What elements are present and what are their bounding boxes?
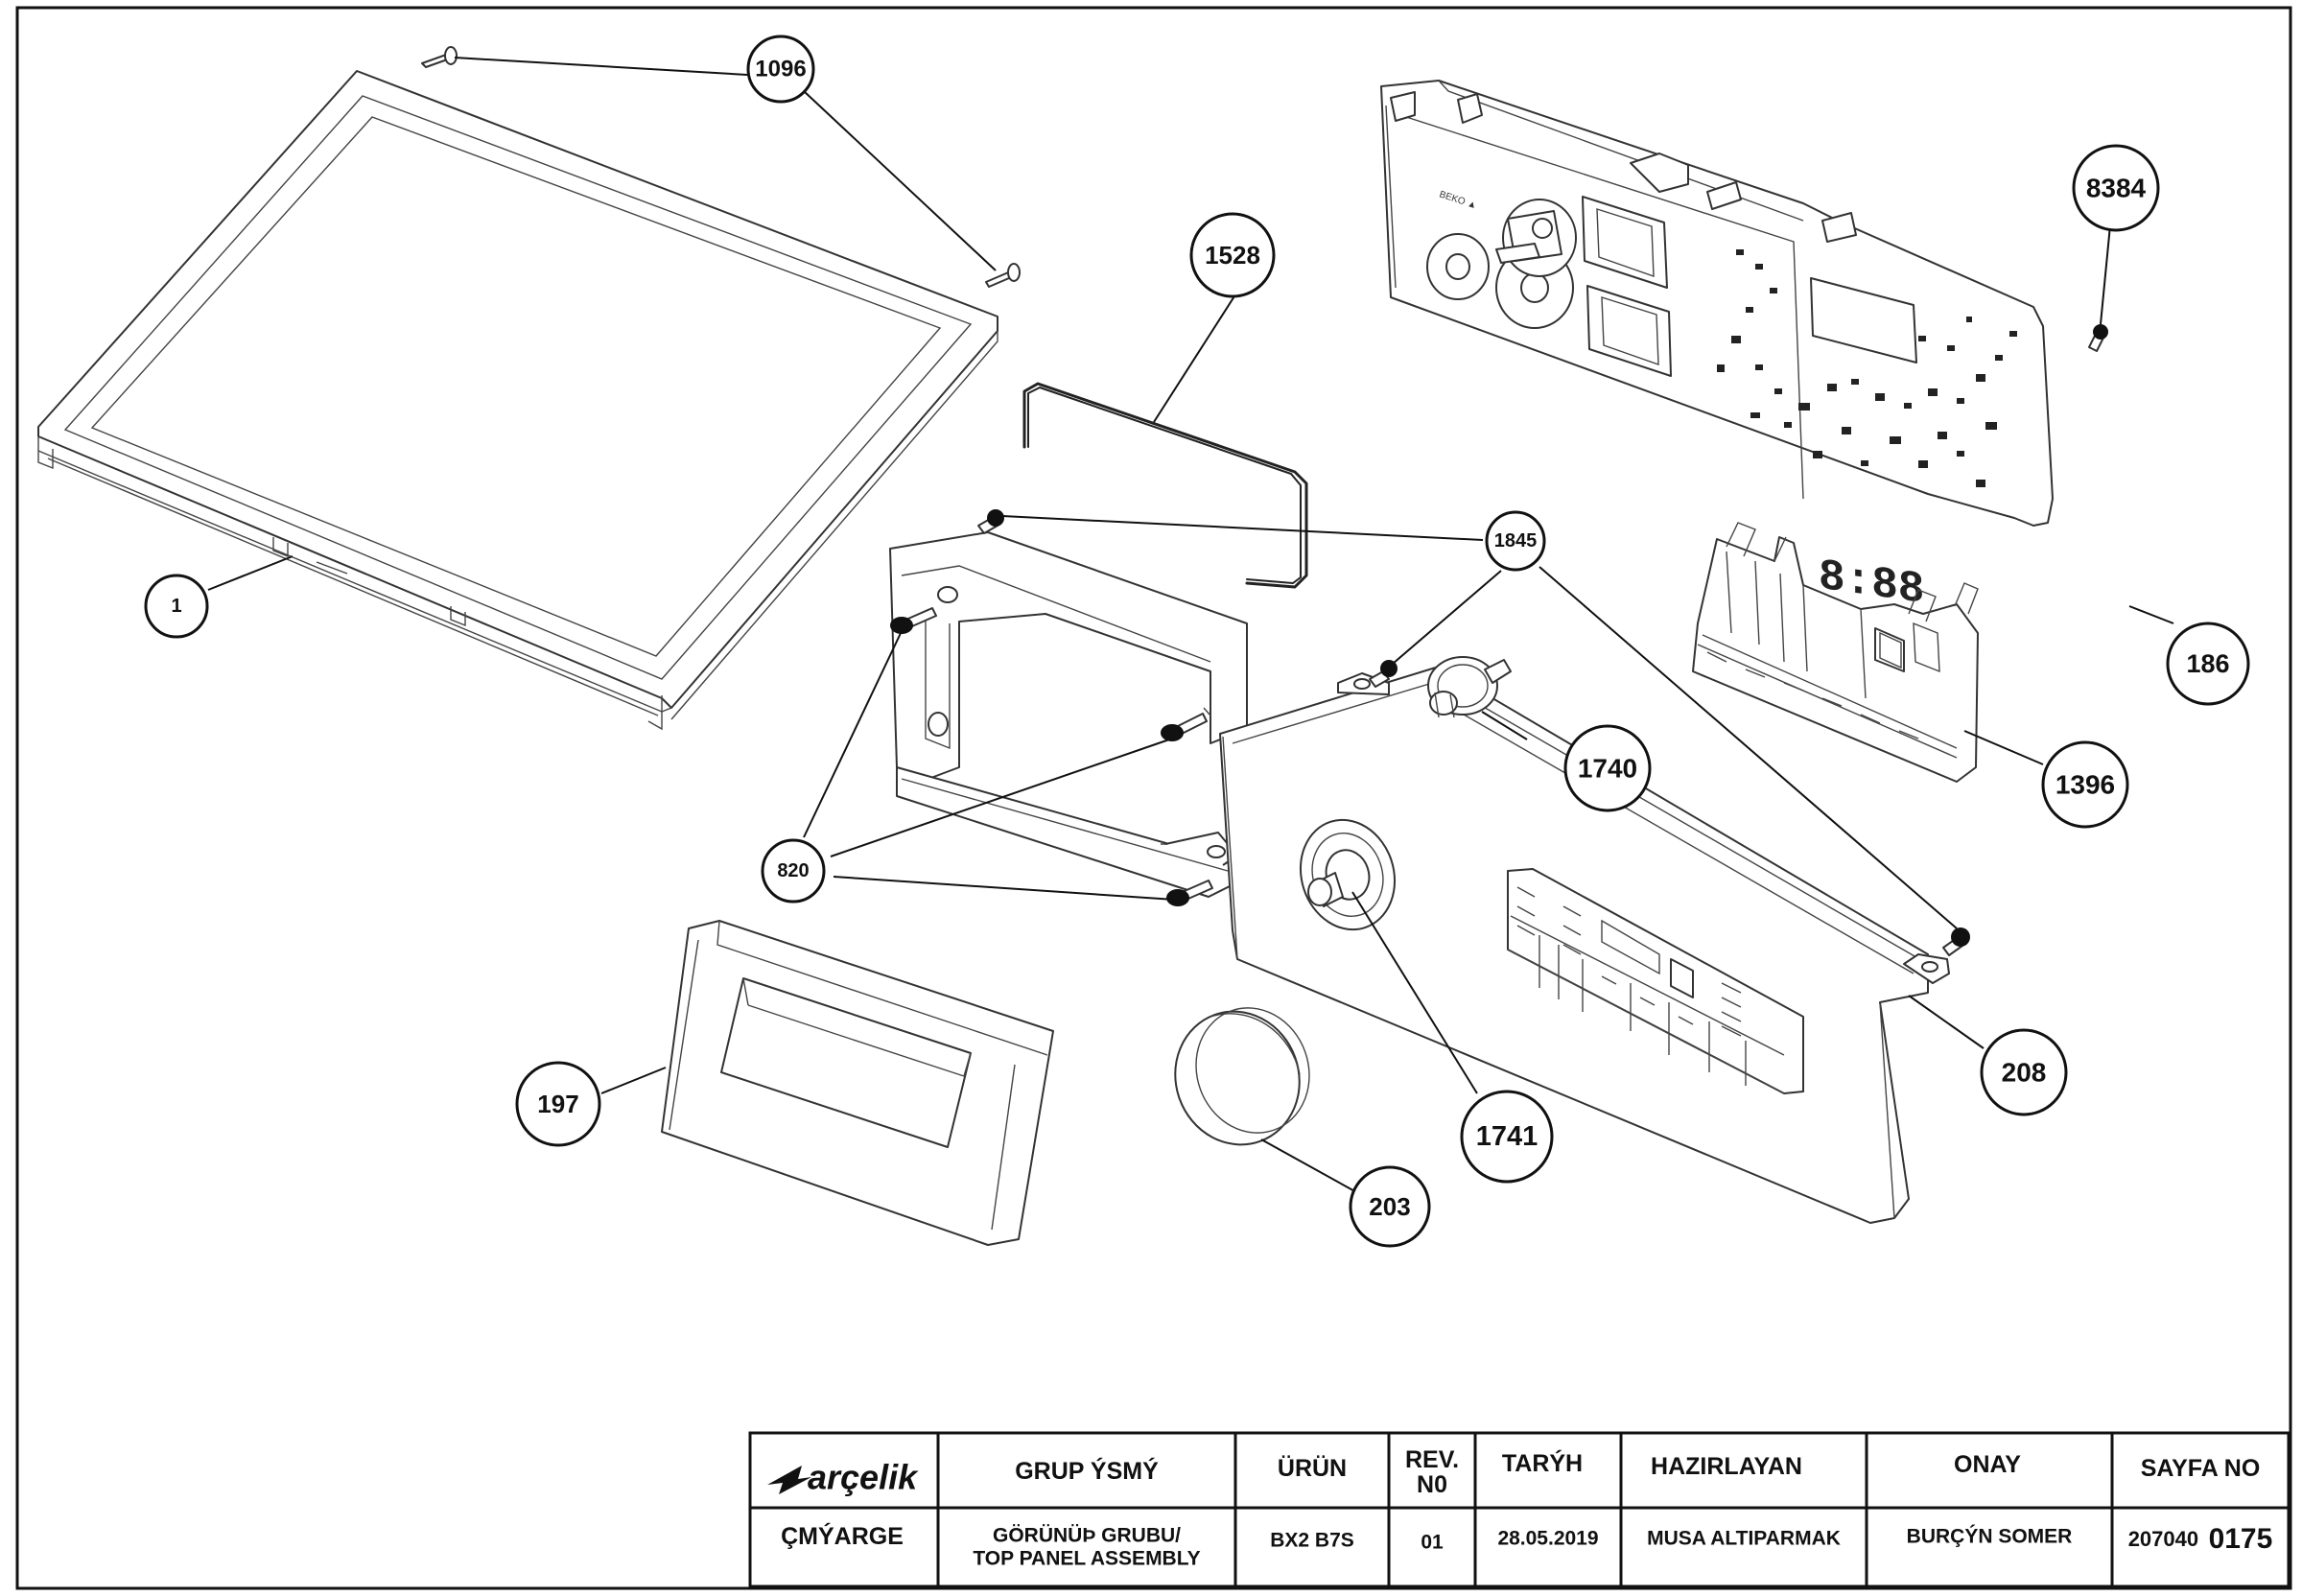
callout-label: 1096 — [755, 57, 806, 82]
brand-logo: arçelik — [767, 1458, 919, 1497]
group-name-line1: GÖRÜNÜÞ GRUBU/ — [993, 1525, 1181, 1547]
header-date: TARÝH — [1502, 1448, 1583, 1477]
callout-circle — [144, 574, 209, 639]
page-number-suffix: 0175 — [2209, 1523, 2273, 1555]
callout-820: 820 — [761, 838, 826, 904]
callout-label: 1740 — [1578, 754, 1637, 784]
callout-label: 197 — [537, 1090, 578, 1118]
part-clip-820-c — [1166, 880, 1213, 906]
title-block: arçelik GRUP ÝSMÝ ÜRÜN REV.N0 TARÝH HAZI… — [748, 1431, 2290, 1588]
part-top-lid — [37, 70, 998, 731]
approval-value: BURÇÝN SOMER — [1907, 1525, 2073, 1548]
group-name-line2: TOP PANEL ASSEMBLY — [973, 1548, 1200, 1570]
callout-203: 203 — [1349, 1165, 1431, 1248]
part-screw-1845-a — [977, 509, 1004, 534]
callout-label: 820 — [777, 860, 809, 881]
callout-circle — [515, 1061, 601, 1147]
callout-1528: 1528 — [1189, 212, 1276, 298]
part-screw-1845-c — [1942, 927, 1970, 956]
prepared-by-value: MUSA ALTIPARMAK — [1647, 1528, 1841, 1550]
header-rev: REV.N0 — [1405, 1446, 1459, 1498]
leader-lines — [207, 57, 2174, 1194]
callout-label: 1396 — [2055, 770, 2115, 800]
callout-circle — [1349, 1165, 1431, 1248]
part-control-panel — [889, 531, 1950, 1224]
part-screw-8384 — [2088, 324, 2108, 352]
callout-1741: 1741 — [1460, 1090, 1554, 1184]
callout-1: 1 — [144, 574, 209, 639]
header-group-name: GRUP ÝSMÝ — [1015, 1456, 1159, 1485]
callout-208: 208 — [1980, 1028, 2068, 1116]
part-clip-820-a — [890, 607, 937, 634]
product-value: BX2 B7S — [1270, 1530, 1354, 1552]
page-number: 207040 0175 — [2128, 1523, 2273, 1555]
header-approval: ONAY — [1954, 1451, 2021, 1478]
callout-label: 186 — [2186, 649, 2229, 678]
callout-circle — [1485, 510, 1546, 572]
part-clip-820-b — [1161, 713, 1208, 741]
callout-186: 186 — [2166, 622, 2250, 706]
callout-circle — [1563, 724, 1652, 812]
rev-value: 01 — [1421, 1532, 1444, 1554]
callout-label: 8384 — [2086, 174, 2147, 203]
callout-label: 208 — [2002, 1058, 2047, 1088]
date-value: 28.05.2019 — [1497, 1528, 1598, 1550]
callout-circle — [746, 35, 815, 104]
callout-label: 1845 — [1494, 530, 1538, 552]
callout-1396: 1396 — [2041, 740, 2129, 829]
part-shaft-adapter — [1427, 656, 1512, 718]
drawing-frame — [15, 6, 2292, 1590]
callout-1845: 1845 — [1485, 510, 1546, 572]
callout-8384: 8384 — [2072, 144, 2160, 232]
callout-1096: 1096 — [746, 35, 815, 104]
callout-label: 1 — [171, 596, 181, 617]
callout-circle — [1460, 1090, 1554, 1184]
callout-circle — [761, 838, 826, 904]
header-product: ÜRÜN — [1278, 1454, 1347, 1482]
callout-circle — [2072, 144, 2160, 232]
part-rotary-knob — [1174, 1007, 1310, 1146]
callout-circle — [1980, 1028, 2068, 1116]
part-control-board: 8:88 BEKO ▲ — [1380, 80, 2054, 616]
callout-1740: 1740 — [1563, 724, 1652, 812]
page-number-prefix: 207040 — [2128, 1527, 2198, 1551]
callout-label: 203 — [1369, 1192, 1410, 1221]
callout-balloons: 1096 1528 8384 1845 186 1 1740 1396 820 208 197 174… — [144, 35, 2250, 1248]
part-wire-bracket — [1022, 382, 1308, 589]
header-prepared-by: HAZIRLAYAN — [1651, 1453, 1802, 1480]
callout-label: 1741 — [1476, 1121, 1539, 1152]
part-screw-1096-a — [421, 46, 458, 68]
callout-circle — [2166, 622, 2250, 706]
callout-197: 197 — [515, 1061, 601, 1147]
brand-name: arçelik — [808, 1458, 919, 1497]
callout-circle — [1189, 212, 1276, 298]
part-screw-1096-b — [985, 263, 1021, 288]
category-label: ÇMÝARGE — [781, 1521, 904, 1550]
header-page-no: SAYFA NO — [2141, 1455, 2261, 1482]
callout-circle — [2041, 740, 2129, 829]
part-drawer-handle — [661, 920, 1054, 1246]
callout-label: 1528 — [1205, 241, 1260, 270]
part-button-block — [1692, 522, 1979, 783]
